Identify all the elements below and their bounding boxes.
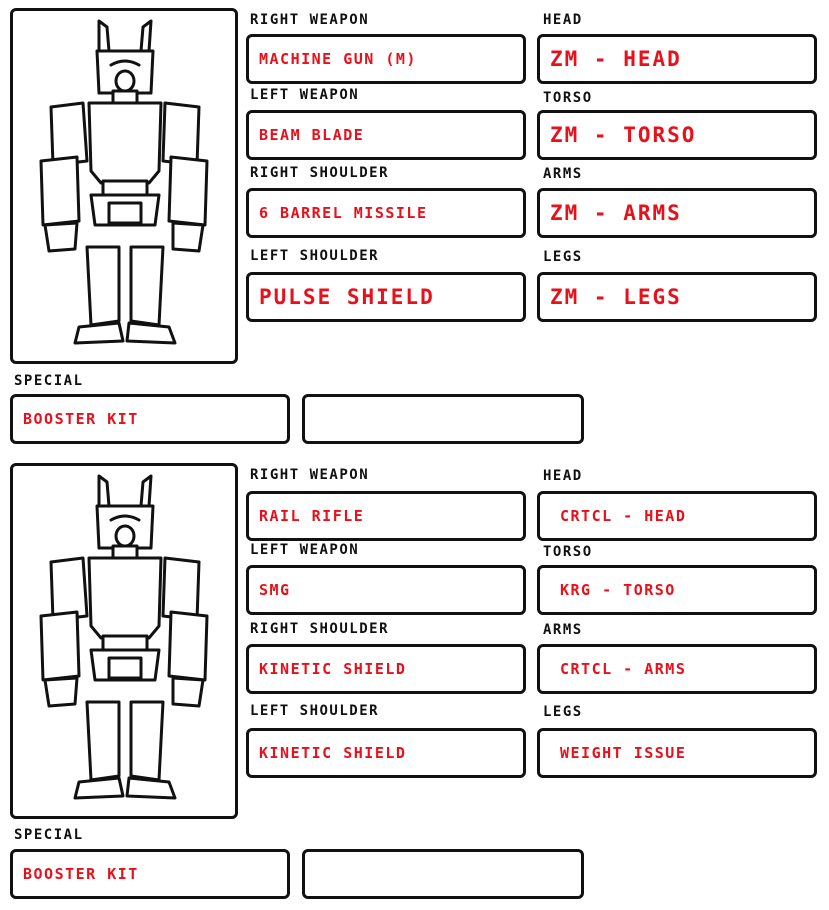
right-shoulder-slot[interactable]: 6 BARREL MISSILE (246, 188, 526, 238)
special-slot-2[interactable] (302, 394, 584, 444)
arms-slot[interactable]: ZM - ARMS (537, 188, 817, 238)
label-legs: LEGS (543, 704, 583, 720)
torso-slot[interactable]: ZM - TORSO (537, 110, 817, 160)
label-right-shoulder: RIGHT SHOULDER (250, 621, 390, 637)
special-slot-1[interactable]: BOOSTER KIT (10, 394, 290, 444)
label-right-weapon: RIGHT WEAPON (250, 467, 370, 483)
label-torso: TORSO (543, 544, 593, 560)
right-weapon-value: RAIL RIFLE (259, 507, 365, 525)
label-legs: LEGS (543, 249, 583, 265)
label-special: SPECIAL (14, 373, 84, 389)
special-slot-2[interactable] (302, 849, 584, 899)
label-right-shoulder: RIGHT SHOULDER (250, 165, 390, 181)
arms-value: CRTCL - ARMS (560, 660, 687, 678)
right-weapon-value: MACHINE GUN (M) (259, 50, 417, 68)
label-left-shoulder: LEFT SHOULDER (250, 248, 380, 264)
right-weapon-slot[interactable]: RAIL RIFLE (246, 491, 526, 541)
mech-portrait (10, 463, 238, 819)
label-head: HEAD (543, 12, 583, 28)
left-weapon-value: SMG (259, 581, 291, 599)
torso-value: ZM - TORSO (550, 123, 697, 147)
left-weapon-value: BEAM BLADE (259, 126, 365, 144)
legs-slot[interactable]: ZM - LEGS (537, 272, 817, 322)
special-1-value: BOOSTER KIT (23, 865, 139, 883)
head-slot[interactable]: CRTCL - HEAD (537, 491, 817, 541)
label-arms: ARMS (543, 622, 583, 638)
label-left-weapon: LEFT WEAPON (250, 542, 360, 558)
legs-value: ZM - LEGS (550, 285, 682, 309)
right-shoulder-slot[interactable]: KINETIC SHIELD (246, 644, 526, 694)
head-slot[interactable]: ZM - HEAD (537, 34, 817, 84)
label-torso: TORSO (543, 90, 593, 106)
arms-value: ZM - ARMS (550, 201, 682, 225)
left-weapon-slot[interactable]: BEAM BLADE (246, 110, 526, 160)
right-shoulder-value: 6 BARREL MISSILE (259, 204, 428, 222)
head-value: CRTCL - HEAD (560, 507, 687, 525)
left-shoulder-value: KINETIC SHIELD (259, 744, 407, 762)
mech-robot-icon (39, 474, 209, 800)
label-left-shoulder: LEFT SHOULDER (250, 703, 380, 719)
label-left-weapon: LEFT WEAPON (250, 87, 360, 103)
loadout-panel-2: RIGHT WEAPON RAIL RIFLE LEFT WEAPON SMG … (0, 455, 829, 910)
left-shoulder-slot[interactable]: PULSE SHIELD (246, 272, 526, 322)
label-head: HEAD (543, 468, 583, 484)
special-1-value: BOOSTER KIT (23, 410, 139, 428)
left-shoulder-value: PULSE SHIELD (259, 285, 435, 309)
arms-slot[interactable]: CRTCL - ARMS (537, 644, 817, 694)
torso-slot[interactable]: KRG - TORSO (537, 565, 817, 615)
mech-robot-icon (39, 19, 209, 345)
label-right-weapon: RIGHT WEAPON (250, 12, 370, 28)
legs-value: WEIGHT ISSUE (560, 744, 687, 762)
mech-portrait (10, 8, 238, 364)
loadout-panel-1: RIGHT WEAPON MACHINE GUN (M) LEFT WEAPON… (10, 8, 817, 444)
right-weapon-slot[interactable]: MACHINE GUN (M) (246, 34, 526, 84)
special-slot-1[interactable]: BOOSTER KIT (10, 849, 290, 899)
label-special: SPECIAL (14, 827, 84, 843)
label-arms: ARMS (543, 166, 583, 182)
torso-value: KRG - TORSO (560, 581, 676, 599)
head-value: ZM - HEAD (550, 47, 682, 71)
right-shoulder-value: KINETIC SHIELD (259, 660, 407, 678)
legs-slot[interactable]: WEIGHT ISSUE (537, 728, 817, 778)
left-weapon-slot[interactable]: SMG (246, 565, 526, 615)
left-shoulder-slot[interactable]: KINETIC SHIELD (246, 728, 526, 778)
